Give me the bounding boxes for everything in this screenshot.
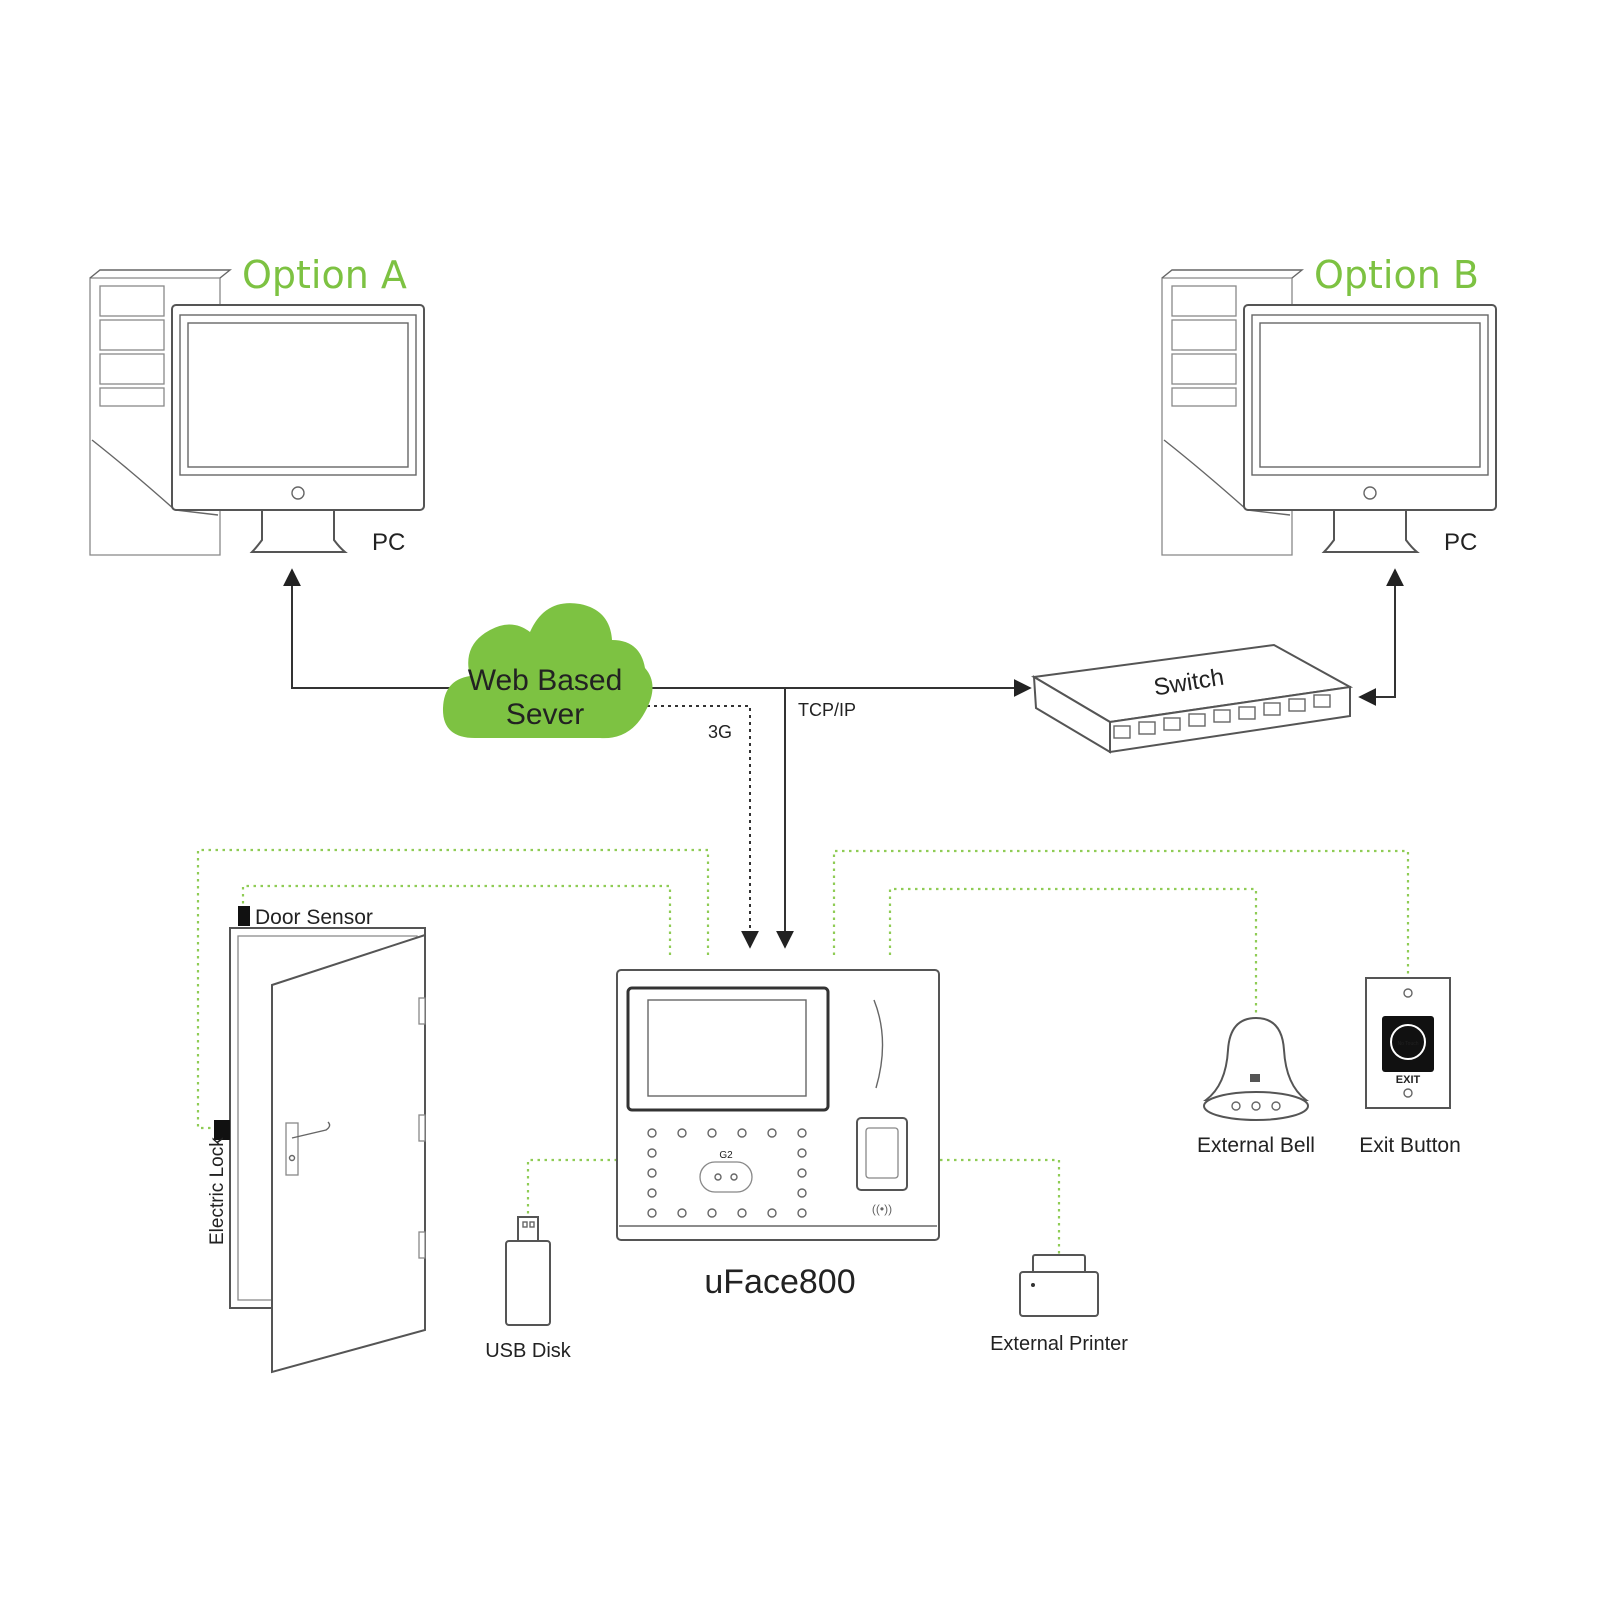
link-exit-button (832, 849, 1410, 978)
printer-icon (1019, 1254, 1099, 1317)
cloud-label-line2: Sever (506, 698, 584, 731)
pc-a-label: PC (372, 529, 405, 556)
cloud-icon (442, 603, 653, 739)
electric-lock-label: Electric Lock (207, 1137, 228, 1245)
monitor-icon (1243, 304, 1497, 553)
link-usb-disk (526, 1158, 617, 1217)
link-electric-lock (196, 848, 710, 1130)
camera-icon (873, 999, 884, 1089)
door-icon (229, 927, 426, 1374)
link-server-pc-a (283, 568, 455, 689)
link-switch-pc-b (1358, 568, 1404, 706)
pc-b-label: PC (1444, 529, 1477, 556)
usb-disk-icon (505, 1216, 551, 1326)
option-a-title: Option A (242, 253, 407, 297)
exit-button-label: Exit Button (1359, 1134, 1461, 1157)
electric-lock-icon (214, 1120, 230, 1140)
usb-disk-label: USB Disk (485, 1340, 572, 1362)
option-b-title: Option B (1314, 253, 1479, 297)
exit-button-icon (1365, 977, 1451, 1109)
exit-button-text: EXIT (1396, 1074, 1421, 1086)
switch-icon (1031, 643, 1354, 754)
uface800-device: ((•)) (616, 969, 940, 1241)
door-sensor-label: Door Sensor (255, 906, 373, 929)
device-name: uFace800 (704, 1263, 855, 1301)
external-printer-label: External Printer (990, 1333, 1128, 1355)
tcpip-label: TCP/IP (798, 700, 856, 720)
bell-icon (1203, 1016, 1309, 1121)
link-door-sensor (241, 884, 672, 955)
link-3g (640, 705, 759, 949)
exit-button-small-text: No Touch (1397, 1041, 1418, 1047)
external-bell-label: External Bell (1197, 1134, 1315, 1157)
device-badge: G2 (719, 1150, 733, 1161)
pc-option-b (1161, 269, 1497, 556)
link-external-printer (940, 1158, 1061, 1255)
link-external-bell (888, 887, 1258, 1016)
3g-label: 3G (708, 722, 732, 742)
door-sensor-icon (238, 906, 250, 926)
monitor-icon (171, 304, 425, 553)
pc-option-a (89, 269, 425, 556)
cloud-label-line1: Web Based (468, 664, 623, 697)
rfid-icon: ((•)) (872, 1202, 892, 1216)
